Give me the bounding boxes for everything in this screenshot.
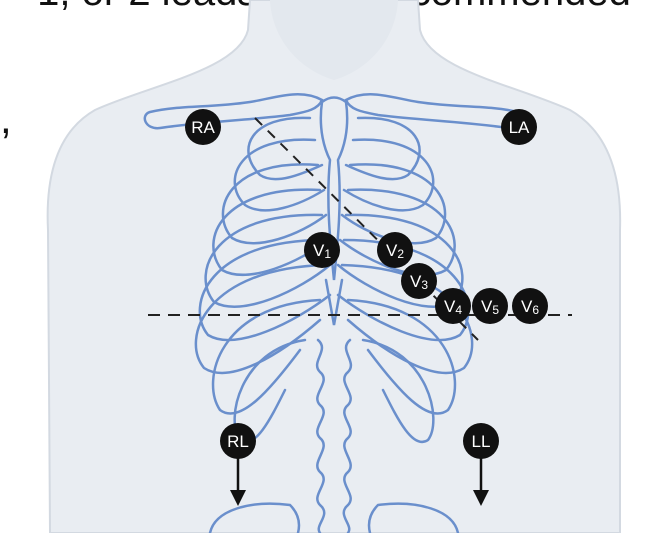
- electrode-label: LL: [472, 432, 491, 451]
- electrode-rl: RL: [220, 423, 256, 459]
- electrode-v5: V5: [472, 288, 508, 324]
- electrode-label: LA: [509, 118, 530, 137]
- electrode-label: RA: [191, 118, 215, 137]
- electrode-v1: V1: [304, 232, 340, 268]
- electrode-v2: V2: [377, 232, 413, 268]
- electrode-ra: RA: [185, 109, 221, 145]
- electrode-ll: LL: [463, 423, 499, 459]
- electrode-label: RL: [227, 432, 249, 451]
- electrode-v3: V3: [401, 263, 437, 299]
- electrode-v6: V6: [512, 288, 548, 324]
- electrode-v4: V4: [435, 288, 471, 324]
- electrode-la: LA: [501, 109, 537, 145]
